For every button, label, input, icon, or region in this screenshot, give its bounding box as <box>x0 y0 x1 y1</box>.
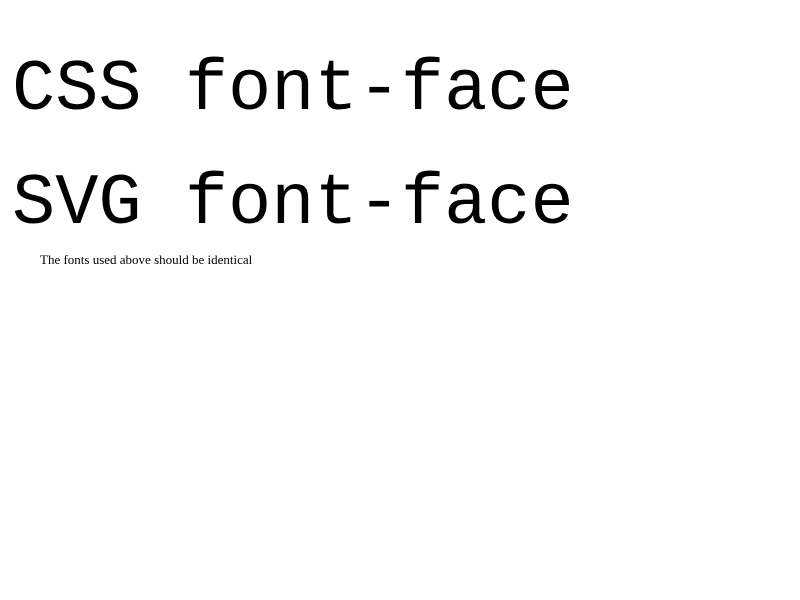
comparison-note: The fonts used above should be identical <box>40 252 253 267</box>
svg-font-face-sample: SVG font-face <box>12 163 574 245</box>
css-font-face-sample: CSS font-face <box>12 49 574 131</box>
